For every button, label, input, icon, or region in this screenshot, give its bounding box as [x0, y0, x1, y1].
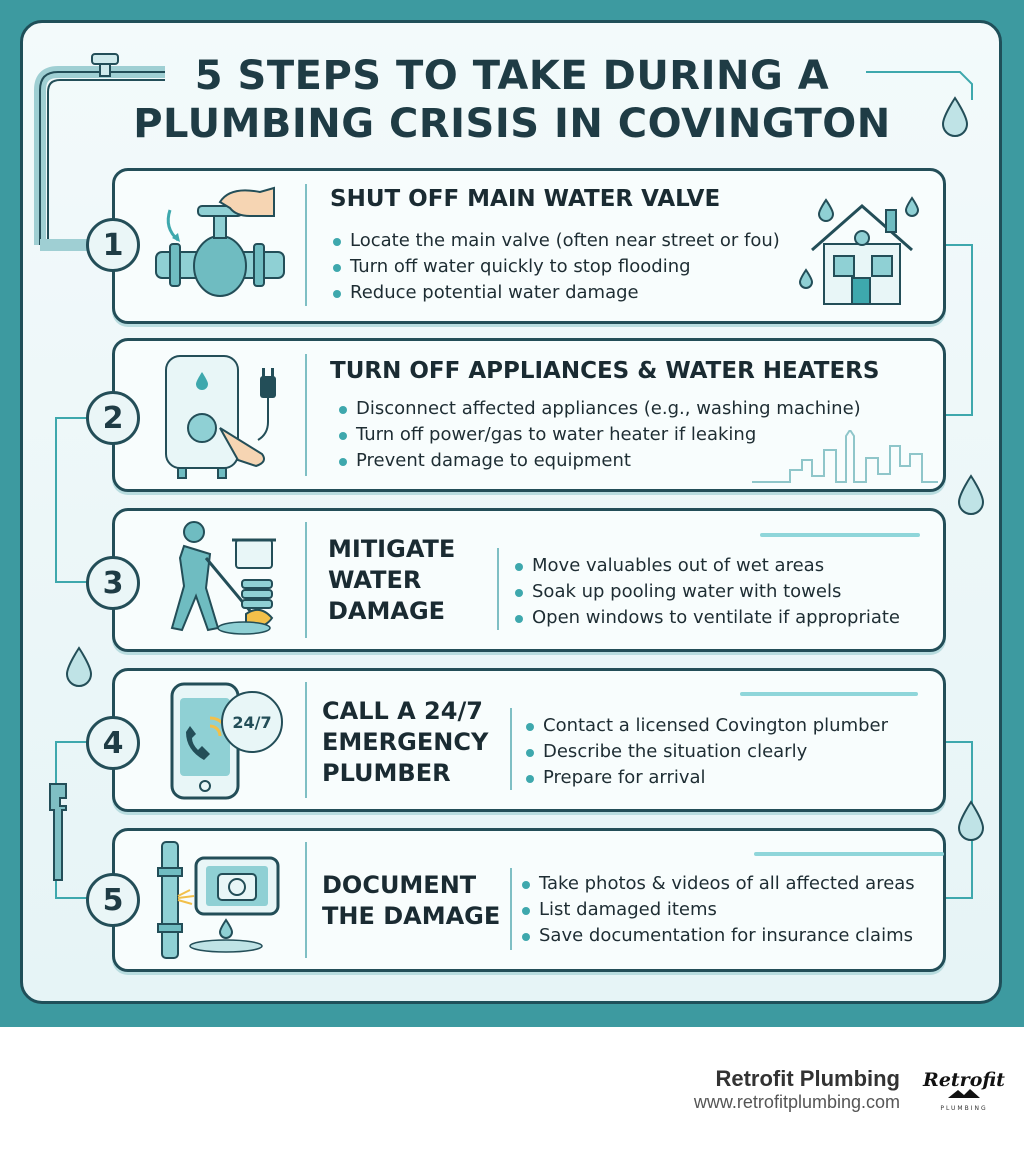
heading-line: DAMAGE	[328, 597, 446, 625]
title-line-1: 5 STEPS TO TAKE DURING A	[194, 53, 830, 99]
heading-line: EMERGENCY	[322, 728, 489, 756]
step-divider-3	[305, 522, 307, 638]
water-drop-icon	[957, 800, 985, 841]
bullet-divider-3	[497, 548, 499, 630]
heading-line: MITIGATE	[328, 535, 456, 563]
list-item: Contact a licensed Covington plumber	[523, 713, 888, 739]
water-drop-icon	[65, 646, 93, 687]
list-item: Turn off water quickly to stop flooding	[330, 254, 780, 280]
svg-text:PLUMBING: PLUMBING	[940, 1105, 987, 1112]
list-item: Save documentation for insurance claims	[519, 923, 915, 949]
water-heater-icon	[165, 355, 276, 479]
step-divider-1	[305, 184, 307, 306]
heading-line: DOCUMENT	[322, 871, 477, 899]
step-number-3: 3	[86, 556, 140, 610]
step-heading-3: MITIGATE WATER DAMAGE	[328, 534, 455, 627]
step-divider-2	[305, 354, 307, 476]
house-icon	[798, 196, 920, 305]
company-name: Retrofit Plumbing	[715, 1066, 900, 1091]
list-item: Soak up pooling water with towels	[512, 579, 900, 605]
step-bullets-2: Disconnect affected appliances (e.g., wa…	[336, 396, 861, 474]
wrench-icon	[49, 783, 67, 881]
page-title: 5 STEPS TO TAKE DURING A PLUMBING CRISIS…	[0, 52, 1024, 148]
list-item: Move valuables out of wet areas	[512, 553, 900, 579]
accent-line	[754, 852, 944, 856]
badge-24-7: 24/7	[232, 713, 271, 732]
step-heading-4: CALL A 24/7 EMERGENCY PLUMBER	[322, 696, 488, 789]
list-item: Open windows to ventilate if appropriate	[512, 605, 900, 631]
water-drop-icon	[957, 474, 985, 515]
heading-line: CALL A 24/7	[322, 697, 483, 725]
list-item: Turn off power/gas to water heater if le…	[336, 422, 861, 448]
bullet-divider-4	[510, 708, 512, 790]
step-heading-5: DOCUMENT THE DAMAGE	[322, 870, 500, 932]
step-divider-4	[305, 682, 307, 798]
list-item: Describe the situation clearly	[523, 739, 888, 765]
water-drop-icon	[941, 96, 969, 137]
list-item: Prepare for arrival	[523, 765, 888, 791]
step-number-2: 2	[86, 391, 140, 445]
step-bullets-5: Take photos & videos of all affected are…	[519, 871, 915, 949]
list-item: Take photos & videos of all affected are…	[519, 871, 915, 897]
step-heading-2: TURN OFF APPLIANCES & WATER HEATERS	[330, 358, 880, 384]
bullet-divider-5	[510, 868, 512, 950]
mopping-person-icon	[170, 521, 276, 635]
step-bullets-4: Contact a licensed Covington plumber Des…	[523, 713, 888, 791]
valve-hand-icon	[155, 186, 285, 297]
heading-line: PLUMBER	[322, 759, 451, 787]
step-divider-5	[305, 842, 307, 958]
heading-line: WATER	[328, 566, 422, 594]
phone-24-7-icon: 24/7	[170, 682, 283, 800]
camera-leak-icon	[157, 841, 280, 959]
retrofit-logo: Retrofit PLUMBING	[922, 1069, 1005, 1112]
accent-line	[760, 533, 920, 537]
company-url[interactable]: www.retrofitplumbing.com	[693, 1092, 900, 1112]
step-bullets-3: Move valuables out of wet areas Soak up …	[512, 553, 900, 631]
city-skyline-icon	[752, 430, 938, 483]
title-line-2: PLUMBING CRISIS IN COVINGTON	[133, 101, 891, 147]
svg-text:Retrofit: Retrofit	[922, 1069, 1005, 1091]
step-number-5: 5	[86, 873, 140, 927]
list-item: Disconnect affected appliances (e.g., wa…	[336, 396, 861, 422]
step-number-4: 4	[86, 716, 140, 770]
list-item: Reduce potential water damage	[330, 280, 780, 306]
heading-line: THE DAMAGE	[322, 902, 501, 930]
accent-line	[740, 692, 918, 696]
step-heading-1: SHUT OFF MAIN WATER VALVE	[330, 186, 721, 212]
step-bullets-1: Locate the main valve (often near street…	[330, 228, 780, 306]
list-item: List damaged items	[519, 897, 915, 923]
list-item: Prevent damage to equipment	[336, 448, 861, 474]
list-item: Locate the main valve (often near street…	[330, 228, 780, 254]
step-number-1: 1	[86, 218, 140, 272]
